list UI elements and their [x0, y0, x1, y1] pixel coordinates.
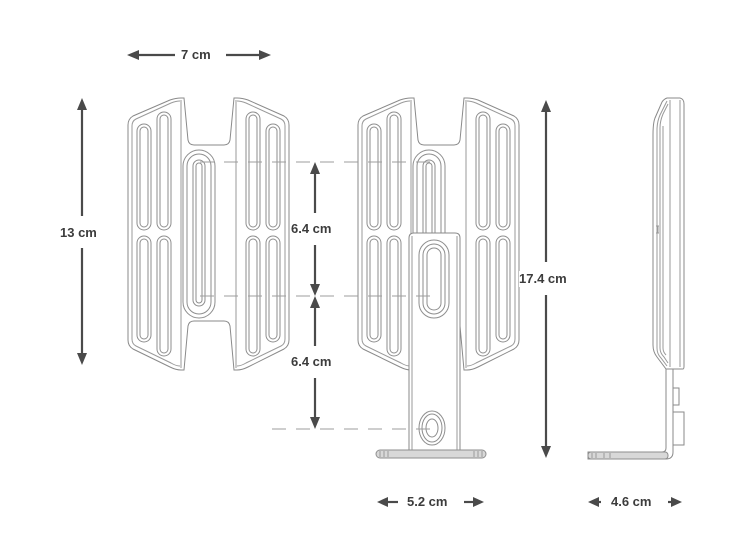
dimension-arrow-6.4cm-lower [310, 296, 320, 429]
label-base-width-5.2cm: 5.2 cm [407, 494, 448, 510]
dimension-arrow-4.6cm [588, 497, 682, 507]
label-width-7cm: 7 cm [181, 47, 211, 63]
label-depth-4.6cm: 4.6 cm [611, 494, 652, 510]
dimension-arrow-13cm [77, 98, 87, 365]
dimension-arrow-5.2cm [377, 497, 484, 507]
front-view-holder [127, 97, 290, 371]
label-slot-spacing-upper: 6.4 cm [291, 221, 332, 237]
reference-lines [200, 161, 440, 430]
dimension-arrow-17.4cm [541, 100, 551, 458]
front-view-with-bracket [357, 97, 520, 459]
label-height-13cm: 13 cm [60, 225, 97, 241]
dimension-arrow-6.4cm-upper [310, 162, 320, 296]
dimension-arrow-7cm [127, 50, 271, 60]
label-height-17.4cm: 17.4 cm [519, 271, 567, 287]
side-view [587, 97, 685, 460]
label-slot-spacing-lower: 6.4 cm [291, 354, 332, 370]
mounting-bracket [375, 232, 487, 459]
